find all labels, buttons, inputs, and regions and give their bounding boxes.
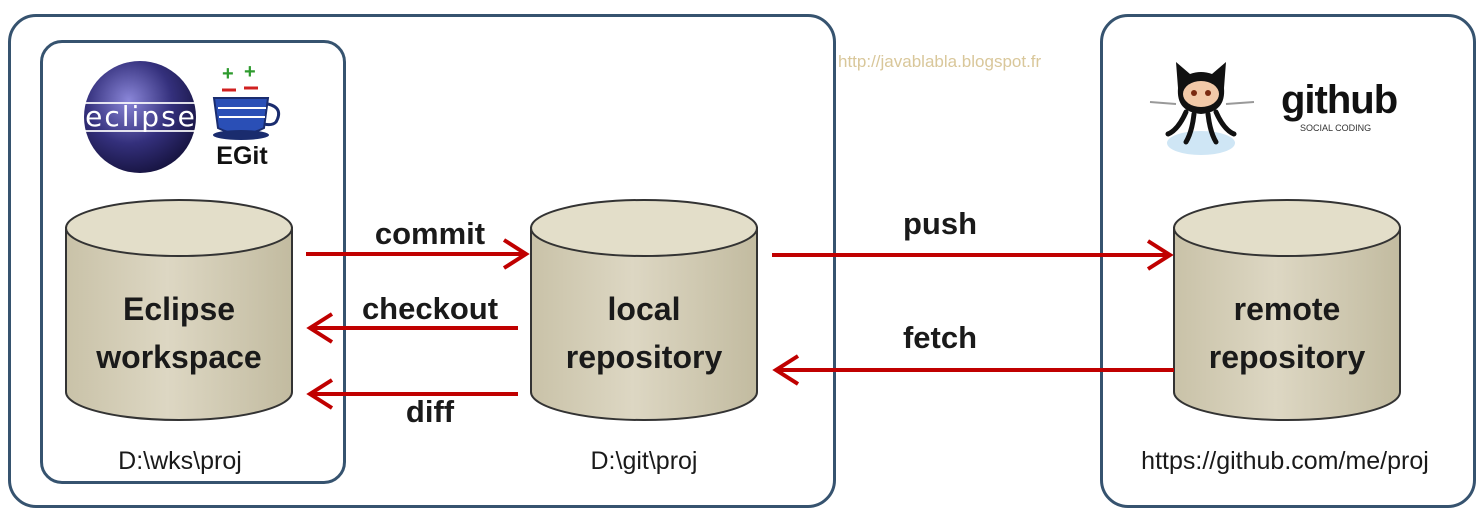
push-arrow xyxy=(772,239,1174,271)
checkout-arrow xyxy=(306,312,518,344)
diff-arrow xyxy=(306,378,518,410)
local-repository-cylinder xyxy=(530,199,758,421)
egit-logo-text: EGit xyxy=(216,142,268,170)
egit-logo-icon: + + xyxy=(212,61,281,140)
remote-repository-cylinder xyxy=(1173,199,1401,421)
workspace-label-line1: Eclipse xyxy=(122,291,236,327)
eclipse-logo-text: eclipse xyxy=(85,100,197,133)
workspace-label: Eclipse workspace xyxy=(66,285,292,381)
workspace-path: D:\wks\proj xyxy=(118,447,242,475)
eclipse-logo-icon xyxy=(84,61,200,173)
workspace-label-line2: workspace xyxy=(96,339,262,375)
local-repository-label: local repository xyxy=(531,285,757,381)
local-repository-path: D:\git\proj xyxy=(590,447,698,475)
commit-label: commit xyxy=(374,216,486,251)
octocat-icon xyxy=(1149,62,1255,155)
local-repository-label-line1: local xyxy=(607,291,681,327)
checkout-label: checkout xyxy=(361,291,499,326)
remote-repository-label-line1: remote xyxy=(1233,291,1341,327)
remote-repository-label-line2: repository xyxy=(1208,339,1366,375)
watermark-url: http://javablabla.blogspot.fr xyxy=(838,52,1042,71)
commit-arrow xyxy=(306,238,530,270)
workspace-cylinder xyxy=(65,199,293,421)
github-logo-text: github xyxy=(1281,78,1398,122)
push-label: push xyxy=(902,206,978,241)
fetch-arrow xyxy=(772,354,1174,386)
local-repository-label-line2: repository xyxy=(565,339,723,375)
diff-label: diff xyxy=(405,394,455,429)
remote-repository-label: remote repository xyxy=(1174,285,1400,381)
remote-repository-path: https://github.com/me/proj xyxy=(1141,447,1429,475)
github-tagline: SOCIAL CODING xyxy=(1300,123,1372,133)
svg-text:+: + xyxy=(244,61,256,83)
svg-text:+: + xyxy=(222,63,234,85)
fetch-label: fetch xyxy=(902,320,978,355)
